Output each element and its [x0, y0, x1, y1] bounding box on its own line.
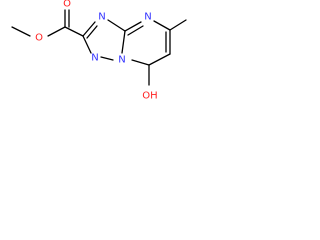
- atom-ring-n-right: N: [144, 12, 151, 23]
- bond-n-right-c5: [153, 20, 171, 31]
- atom-ring-n-left: N: [91, 53, 98, 64]
- atom-labels: O O N N N N OH: [35, 0, 158, 102]
- atom-ester-o-single: O: [35, 33, 43, 44]
- bond-methyl-o: [11, 26, 31, 37]
- bond-c2-n-top: [82, 21, 96, 37]
- bond-c5-methyl: [169, 19, 187, 31]
- structure-canvas: O O N N N N OH: [0, 0, 218, 113]
- bond-c2-n-top-double: [86, 25, 98, 39]
- atom-hydroxyl: OH: [142, 91, 157, 102]
- bond-o-carbonyl: [47, 26, 66, 37]
- atom-ring-n-bridge: N: [118, 55, 125, 66]
- bond-n-left-c2: [82, 35, 92, 54]
- bond-n-bridge-n-left: [100, 56, 114, 61]
- bond-c7-n-bridge: [131, 59, 150, 66]
- bond-c3a-n-right-double: [127, 25, 144, 36]
- bonds: [11, 9, 187, 86]
- bond-c3a-n-bridge: [121, 30, 126, 54]
- bond-n-top-c3a: [107, 19, 126, 32]
- bond-c3a-n-right: [124, 21, 142, 32]
- atom-ester-o-double: O: [63, 0, 71, 10]
- bond-carbonyl-c2: [64, 26, 84, 37]
- atom-ring-n-top: N: [98, 12, 105, 23]
- bond-c6-c7: [148, 53, 171, 66]
- chemical-structure: O O N N N N OH: [11, 0, 187, 102]
